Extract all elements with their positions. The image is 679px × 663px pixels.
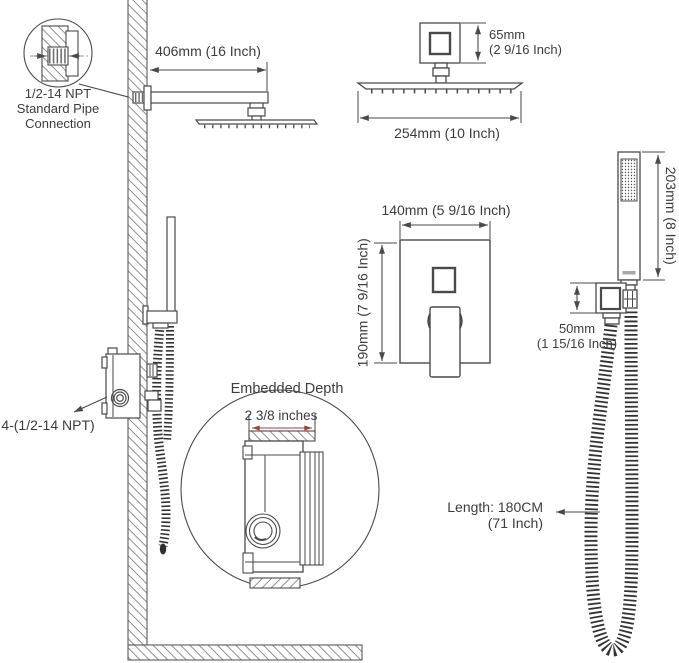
hand-shower-hose xyxy=(584,310,639,657)
embedded-trim-plate xyxy=(299,451,324,566)
pipe-connection-detail xyxy=(23,18,129,98)
embedded-depth-detail xyxy=(180,389,380,589)
ball-joint-top xyxy=(249,102,264,109)
shower-head-front-view xyxy=(356,22,524,94)
valve-outlet-elbow-1 xyxy=(144,390,159,401)
valve-outlet-elbow-2 xyxy=(147,399,162,412)
head-width-label: 254mm (10 Inch) xyxy=(394,125,500,141)
embedded-wall-hatch-bottom xyxy=(249,577,301,589)
dim-valve-width xyxy=(399,221,491,239)
arm-flange xyxy=(143,85,152,111)
head-stem-1 xyxy=(434,62,448,69)
embedded-depth-value: 2 3/8 inches xyxy=(244,408,318,423)
wand-spray-face xyxy=(620,158,638,202)
floor-hatch xyxy=(127,644,363,661)
detail-leader-line xyxy=(78,83,129,98)
brand-mark xyxy=(622,271,636,275)
hose-tip xyxy=(159,543,167,555)
dim-head-width xyxy=(357,91,522,123)
dim-bracket-height xyxy=(570,282,598,314)
holder-nut xyxy=(152,322,169,329)
handheld-side-view xyxy=(142,216,178,555)
valve-port-outer xyxy=(110,388,130,408)
dim-arm-length xyxy=(150,62,268,91)
embedded-port-outer xyxy=(245,513,281,549)
valve-width-label: 140mm (5 9/16 Inch) xyxy=(381,202,511,218)
ball-joint-mid xyxy=(247,107,266,117)
dim-valve-height xyxy=(374,242,397,364)
arm-length-label: 406mm (16 Inch) xyxy=(155,43,261,59)
valve-front-view xyxy=(399,239,491,378)
valve-ports-leader xyxy=(73,396,108,413)
mount-bracket xyxy=(419,22,461,64)
valve-side-body xyxy=(105,353,141,419)
diverter-button xyxy=(431,266,457,294)
dim-handheld-height xyxy=(642,151,665,281)
handle-curve-right xyxy=(459,313,463,329)
dim-head-height xyxy=(461,22,486,64)
shower-arm xyxy=(150,91,269,104)
handheld-front-view xyxy=(584,151,641,657)
embedded-wall-hatch-top xyxy=(248,430,316,442)
head-stem-3 xyxy=(435,75,447,84)
valve-ports-label: 4-(1/2-14 NPT) xyxy=(1,417,95,433)
detail-bubble-circle xyxy=(23,18,93,88)
bracket-nut-2 xyxy=(604,317,620,325)
embedded-tab-bottom xyxy=(242,552,254,574)
embedded-depth-title: Embedded Depth xyxy=(230,381,344,397)
bracket-height-label: 50mm (1 15/16 Inch) xyxy=(536,321,618,351)
handle-curve-left xyxy=(427,313,431,329)
shower-arm-side-view xyxy=(132,85,319,129)
head-stem-2 xyxy=(432,67,450,77)
hose-length-label: Length: 180CM (71 Inch) xyxy=(447,499,543,531)
embedded-tab-top xyxy=(242,445,253,460)
embedded-valve-body xyxy=(244,440,304,573)
valve-tab-top xyxy=(101,356,108,369)
valve-height-label: 190mm (7 9/16 Inch) xyxy=(354,238,371,368)
hose-side-strand-2 xyxy=(163,325,174,443)
pipe-connection-label: 1/2-14 NPT Standard Pipe Connection xyxy=(16,86,100,131)
wand-side xyxy=(166,216,176,314)
hose-side-strand-1 xyxy=(152,325,171,547)
wall-bracket-inner xyxy=(599,286,622,311)
valve-handle xyxy=(429,306,461,378)
mount-bracket-inner xyxy=(428,31,452,56)
shower-head-plate xyxy=(356,82,524,90)
valve-outlet-upper xyxy=(146,363,158,378)
handheld-height-label: 203mm (8 Inch) xyxy=(662,166,679,265)
head-height-label: 65mm (2 9/16 Inch) xyxy=(489,27,562,57)
bracket-nut-1 xyxy=(602,312,621,319)
shower-head-plate-side xyxy=(194,119,319,125)
valve-side-view xyxy=(101,347,162,419)
holder-arm xyxy=(146,310,178,324)
valve-tab-bottom xyxy=(101,402,108,415)
embedded-port-arc xyxy=(254,536,267,542)
